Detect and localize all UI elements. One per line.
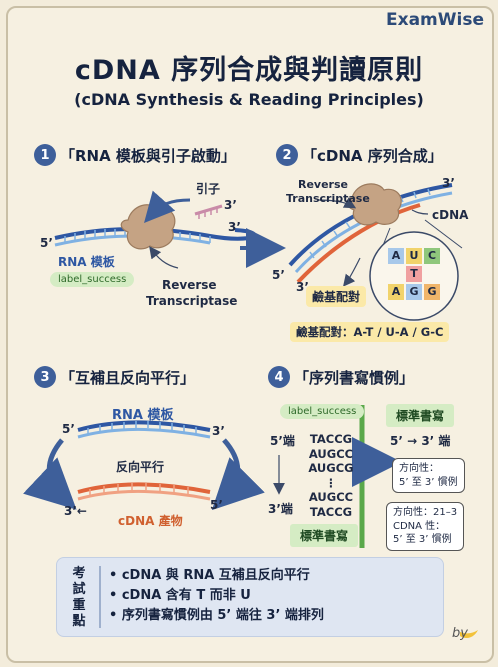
- s4-note-1-line-1: 方向性：: [399, 463, 439, 474]
- zoom-line-2: [424, 219, 463, 249]
- s4-success-badge: label_success: [280, 404, 365, 419]
- s4-note-2-line-2: CDNA 性：: [393, 520, 446, 532]
- section-2-heading: 2 「cDNA 序列合成」: [276, 144, 443, 166]
- s1-rt-pointer: [149, 246, 179, 269]
- s4-note-1-line-2: 5’ 至 3’ 慣例: [399, 476, 458, 488]
- s1-strand-3prime: 3’: [228, 220, 241, 234]
- section-4-title: 「序列書寫慣例」: [294, 368, 415, 387]
- section-4-heading: 4 「序列書寫慣例」: [268, 366, 414, 388]
- s4-note-2-line-1: 方向性：21–3: [393, 507, 458, 518]
- s4-note-2: 方向性：21–3 CDNA 性： 5’ 至 3’ 慣例: [386, 502, 465, 551]
- s4-standard-label-left: 標準書寫: [290, 524, 359, 547]
- s2-cdna-label: cDNA: [432, 208, 469, 222]
- s4-5prime-end: 5’端: [270, 434, 295, 448]
- s3-bottom-5prime: 5’: [210, 498, 223, 512]
- s3-rna-label: RNA 模板: [112, 408, 174, 423]
- page-title: cDNA 序列合成與判讀原則: [74, 55, 424, 86]
- base-C: C: [424, 248, 440, 264]
- summary-list: • cDNA 與 RNA 互補且反向平行 • cDNA 含有 T 而非 U • …: [109, 566, 324, 626]
- s1-enzyme-blob: [120, 204, 176, 250]
- section-2-number: 2: [276, 144, 298, 166]
- s1-rt-label-line1: Reverse: [162, 278, 217, 292]
- brand-logo: ExamWise: [386, 10, 484, 30]
- s2-base-pairs: A U C T A G G: [388, 248, 444, 300]
- s1-primer-label: 引子: [196, 182, 221, 196]
- s4-seq-line-6: TACCG: [309, 504, 353, 519]
- section-1-title: 「RNA 模板與引子啟動」: [60, 146, 236, 165]
- page-subtitle: (cDNA Synthesis & Reading Principles): [74, 90, 424, 109]
- s4-direction: 5’ → 3’ 端: [390, 434, 451, 448]
- s4-standard-head: 標準書寫: [386, 404, 455, 427]
- s1-success-badge: label_success: [50, 272, 135, 287]
- s2-rt-label-line1: Reverse: [298, 178, 348, 191]
- section-1-number: 1: [34, 144, 56, 166]
- s2-rt-pointer: [317, 197, 357, 209]
- summary-item-1: • cDNA 與 RNA 互補且反向平行: [109, 568, 310, 583]
- s3-cdna-strand: [77, 482, 211, 501]
- s4-seq-line-3: AUGCG: [308, 461, 354, 475]
- s4-sequence-list: TACCG AUGCC AUGCG ⋮ AUGCC TACCG: [306, 432, 356, 519]
- s3-antiparallel-label: 反向平行: [116, 460, 165, 474]
- s1-rt-label-line2: Transcriptase: [146, 294, 238, 308]
- s2-pairing-label: 鹼基配對: [306, 286, 367, 307]
- s2-pair-pointer: [343, 257, 361, 287]
- s3-bottom-3prime: 3’←: [64, 504, 87, 518]
- s2-top-3prime: 3’: [442, 176, 455, 190]
- s2-cdna-pointer: [411, 209, 429, 215]
- s1-primer-arrow: [144, 190, 191, 223]
- base-U: U: [406, 248, 422, 264]
- section-1-heading: 1 「RNA 模板與引子啟動」: [34, 144, 236, 166]
- s2-pairing-rule: 鹼基配對：A-T / U-A / G-C: [290, 322, 450, 342]
- s3-rna-strand: [77, 420, 211, 439]
- s4-seq-line-4: ⋮: [325, 475, 337, 490]
- base-G2: G: [424, 284, 440, 300]
- base-G: G: [406, 284, 422, 300]
- s2-bottom-3prime: 3’: [296, 280, 309, 294]
- section-3-number: 3: [34, 366, 56, 388]
- s3-left-arrow: [23, 438, 77, 510]
- s3-top-5prime: 5’: [62, 422, 75, 436]
- s1-primer: [194, 204, 223, 219]
- s4-note-1: 方向性： 5’ 至 3’ 慣例: [392, 458, 465, 493]
- s4-seq-line-2: AUGCC: [308, 446, 354, 461]
- base-A2: A: [388, 284, 404, 300]
- summary-item-3: • 序列書寫慣例由 5’ 端往 3’ 端排列: [109, 608, 324, 623]
- s2-bottom-5prime: 5’: [272, 268, 285, 282]
- s2-enzyme-blob: [346, 183, 402, 226]
- section-2-title: 「cDNA 序列合成」: [302, 146, 443, 165]
- s1-rna-label: RNA 模板: [58, 255, 115, 269]
- s3-top-3prime: 3’: [212, 424, 225, 438]
- section-4-number: 4: [268, 366, 290, 388]
- s1-strand-5prime: 5’: [40, 236, 53, 250]
- summary-box: 考試重點 • cDNA 與 RNA 互補且反向平行 • cDNA 含有 T 而非…: [56, 557, 444, 637]
- summary-label: 考試重點: [72, 566, 86, 629]
- s4-note-2-line-3: 5’ 至 3’ 慣例: [393, 534, 452, 545]
- s3-cdna-label: cDNA 產物: [118, 514, 183, 528]
- section-3-title: 「互補且反向平行」: [60, 368, 196, 387]
- banana-icon: [460, 630, 478, 638]
- s4-seq-line-5: AUGCC: [308, 490, 354, 504]
- base-T: T: [406, 266, 422, 282]
- footer-byline: by: [452, 626, 468, 641]
- summary-divider: [99, 566, 101, 628]
- s4-3prime-end: 3’端: [268, 502, 293, 516]
- s2-rt-label-line2: Transcriptase: [286, 192, 370, 205]
- base-A: A: [388, 248, 404, 264]
- s3-right-arrow: [211, 438, 265, 511]
- s1-primer-3prime: 3’: [224, 198, 237, 212]
- section-3-heading: 3 「互補且反向平行」: [34, 366, 195, 388]
- s4-seq-line-1: TACCG: [309, 432, 353, 446]
- summary-item-2: • cDNA 含有 T 而非 U: [109, 588, 251, 603]
